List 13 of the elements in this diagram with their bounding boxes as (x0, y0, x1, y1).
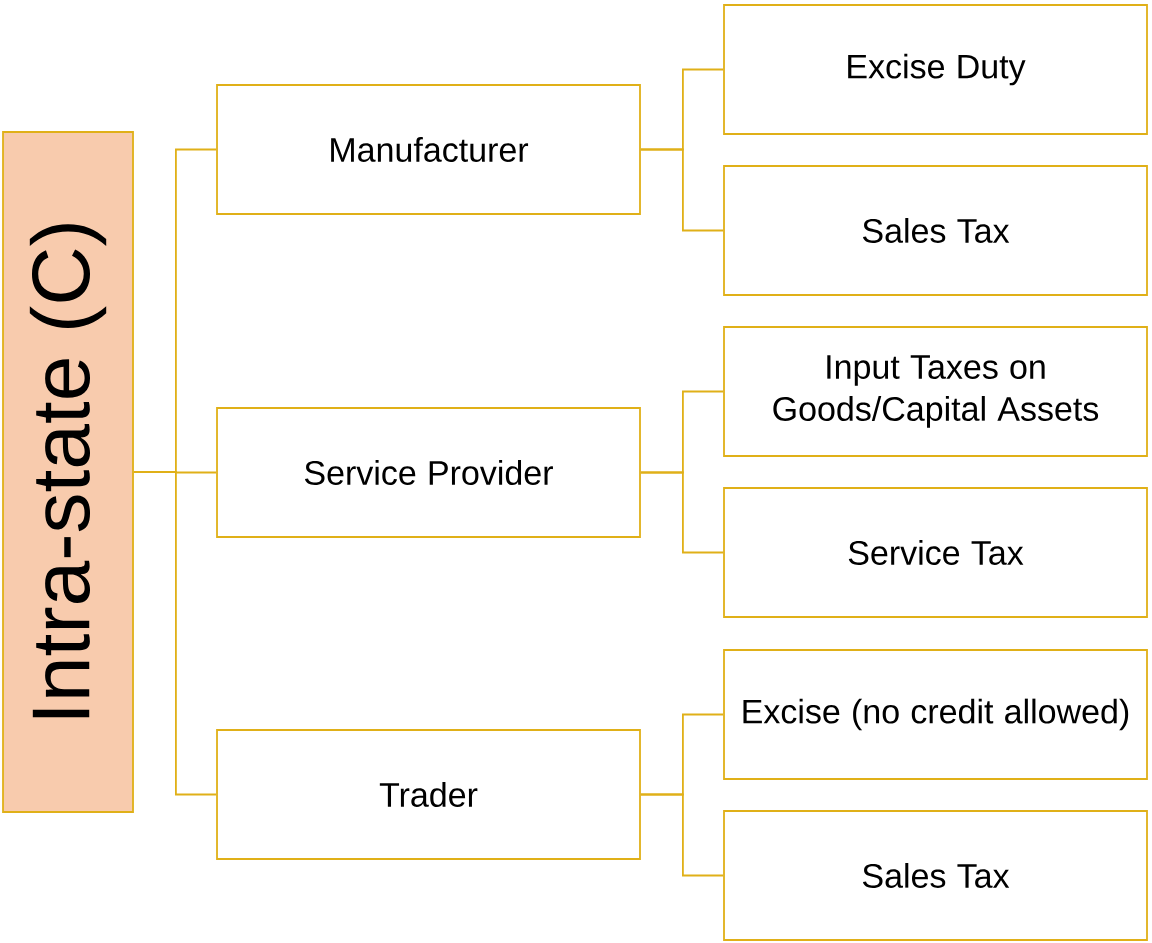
connector (640, 148, 724, 232)
category-box: Intra-state (C) (2, 131, 134, 813)
category-box: Service Tax (723, 487, 1148, 618)
connector (640, 471, 724, 554)
category-box: Trader (216, 729, 641, 860)
category-box: Manufacturer (216, 84, 641, 215)
category-box: Sales Tax (723, 165, 1148, 296)
category-box: Sales Tax (723, 810, 1148, 941)
category-box: Input Taxes on Goods/Capital Assets (723, 326, 1148, 457)
category-box: Service Provider (216, 407, 641, 538)
category-box: Excise (no credit allowed) (723, 649, 1148, 780)
category-box: Excise Duty (723, 4, 1148, 135)
connector (640, 793, 724, 877)
